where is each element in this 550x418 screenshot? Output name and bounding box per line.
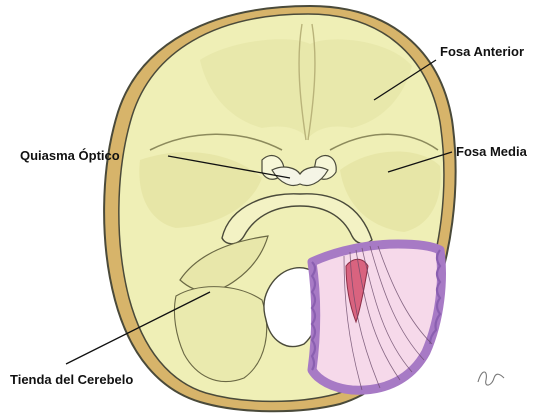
artist-signature	[478, 372, 504, 385]
label-quiasma-optico: Quiasma Óptico	[20, 148, 120, 163]
label-fosa-media: Fosa Media	[456, 144, 528, 159]
label-fosa-anterior: Fosa Anterior	[440, 44, 524, 59]
tentorium-cerebelli	[312, 244, 441, 390]
label-tienda-cerebelo: Tienda del Cerebelo	[10, 372, 133, 387]
